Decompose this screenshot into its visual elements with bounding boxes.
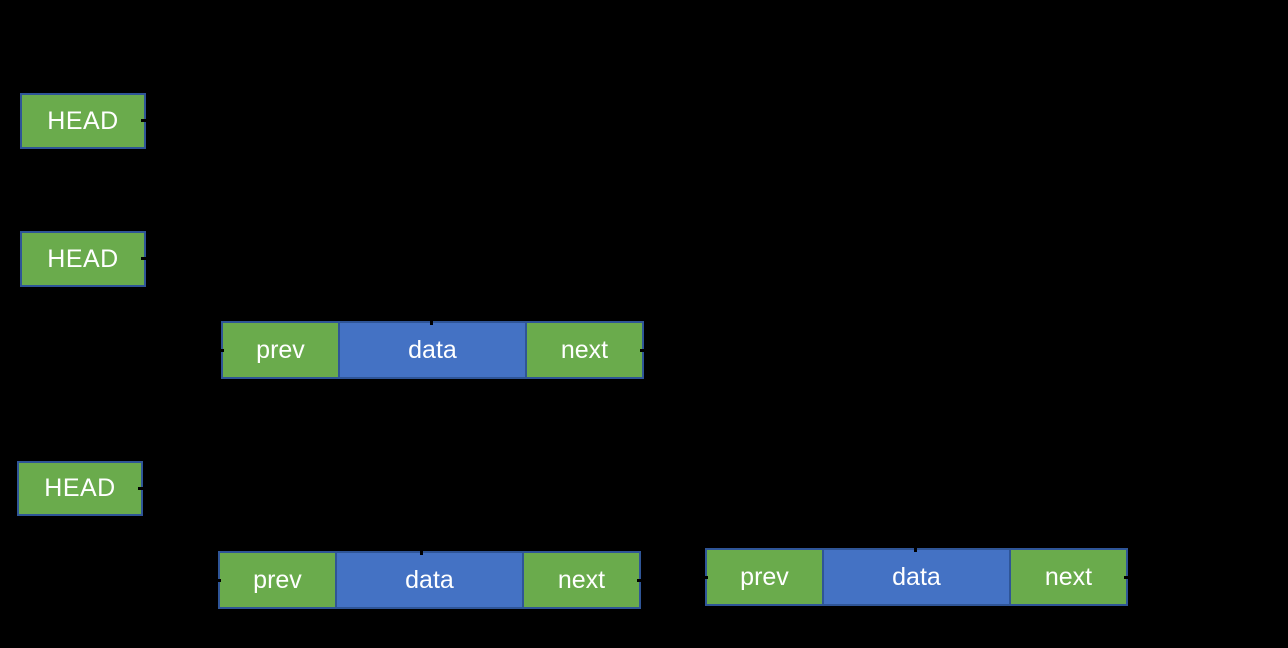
head-box-row1: HEAD <box>20 93 146 149</box>
arrow-stub-node1-right <box>640 349 650 352</box>
next-label: next <box>1044 562 1093 591</box>
arrow-stub-node3-top <box>914 544 917 552</box>
data-label: data <box>405 565 454 594</box>
head-label: HEAD <box>44 474 116 502</box>
prev-label: prev <box>256 335 305 364</box>
arrow-stub-node2-right <box>637 579 647 582</box>
head-label: HEAD <box>47 106 119 135</box>
data-label: data <box>892 562 941 591</box>
prev-label: prev <box>740 562 789 591</box>
arrow-stub-head1-right <box>141 119 151 122</box>
node-row3-1: prev data next <box>218 551 641 609</box>
arrow-stub-head2-right <box>141 257 151 260</box>
arrow-stub-head3-right <box>138 487 148 490</box>
data-label: data <box>408 335 457 364</box>
next-label: next <box>560 335 609 364</box>
node-next-cell: next <box>522 551 641 609</box>
node-prev-cell: prev <box>705 548 824 606</box>
node-next-cell: next <box>1009 548 1128 606</box>
node-next-cell: next <box>525 321 644 379</box>
arrow-stub-node2-top <box>420 547 423 555</box>
node-data-cell: data <box>822 548 1011 606</box>
head-box-row2: HEAD <box>20 231 146 287</box>
node-prev-cell: prev <box>221 321 340 379</box>
prev-label: prev <box>253 565 302 594</box>
node-data-cell: data <box>335 551 524 609</box>
arrow-stub-node1-left <box>214 349 224 352</box>
node-row3-2: prev data next <box>705 548 1128 606</box>
arrow-stub-node2-left <box>211 579 221 582</box>
arrow-stub-node3-right <box>1124 576 1134 579</box>
node-data-cell: data <box>338 321 527 379</box>
head-label: HEAD <box>47 244 119 273</box>
node-row2-1: prev data next <box>221 321 644 379</box>
arrow-stub-node1-top <box>430 317 433 325</box>
next-label: next <box>557 565 606 594</box>
head-box-row3: HEAD <box>17 461 143 516</box>
node-prev-cell: prev <box>218 551 337 609</box>
arrow-stub-node3-left <box>698 576 708 579</box>
